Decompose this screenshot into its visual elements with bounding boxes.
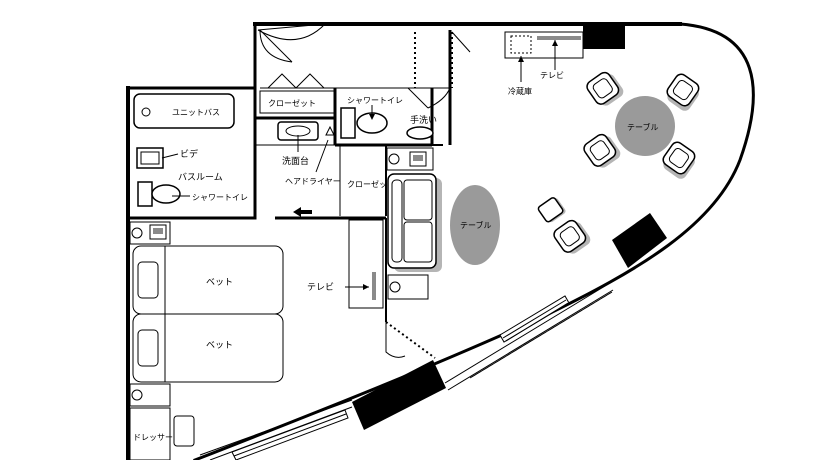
armchair-icon xyxy=(666,73,700,111)
closet-top-label: クローゼット xyxy=(268,98,316,108)
toilet-icon xyxy=(137,181,181,207)
dresser: ドレッサー xyxy=(129,407,195,460)
bathroom: ユニットバス ビデ バスルーム シャワートイレ xyxy=(133,93,248,207)
bed-2-label: ベット xyxy=(206,341,233,351)
arrow-icon xyxy=(293,207,312,217)
hair-dryer-label: ヘアドライヤー xyxy=(285,177,341,186)
washbasin-icon xyxy=(406,126,434,140)
closet-top: クローゼット xyxy=(259,90,336,114)
closet-mid: クローゼット xyxy=(347,179,395,189)
sofa-icon xyxy=(387,173,442,272)
table-mid-label: テーブル xyxy=(460,220,492,230)
bedroom: ベット ベット ドレッサー xyxy=(129,221,284,460)
shower-toilet-left-label: シャワートイレ xyxy=(192,193,248,202)
bed-icon: ベット xyxy=(132,245,284,315)
bathtub-icon xyxy=(133,93,235,129)
windows xyxy=(199,282,614,460)
armchair-icon xyxy=(583,133,621,168)
dresser-label: ドレッサー xyxy=(133,433,173,442)
washbasin-icon: 洗面台 ヘアドライヤー xyxy=(277,121,341,186)
living-area: テーブル 冷蔵庫 テレビ テーブル xyxy=(386,31,700,300)
shower-toilet-mid-label: シャワートイレ xyxy=(347,96,403,105)
radiator-right xyxy=(499,295,570,343)
fridge-label: 冷蔵庫 xyxy=(508,86,532,96)
partition xyxy=(385,144,443,359)
tv-cabinet-mid: テレビ xyxy=(307,219,384,309)
entry-area xyxy=(257,23,471,145)
washbasin-label: 洗面台 xyxy=(282,155,309,167)
bed-1-label: ベット xyxy=(206,278,233,288)
footstool xyxy=(537,197,566,223)
hand-wash: 手洗い xyxy=(406,114,437,140)
closet-mid-label: クローゼット xyxy=(347,179,395,189)
hand-wash-label: 手洗い xyxy=(410,114,437,126)
armchair-icon xyxy=(553,219,591,254)
bidet-label: ビデ xyxy=(180,148,198,160)
armchair-icon xyxy=(662,141,696,179)
armchair-icon xyxy=(586,71,624,106)
table-mid xyxy=(450,185,500,265)
tv-mid-label: テレビ xyxy=(307,282,334,293)
table-right-label: テーブル xyxy=(627,122,659,132)
pillars xyxy=(352,24,667,430)
bathroom-label: バスルーム xyxy=(178,172,223,183)
tv-top-label: テレビ xyxy=(540,71,564,80)
unit-bath-label: ユニットバス xyxy=(172,108,220,117)
table-right xyxy=(615,96,675,156)
bed-icon: ベット xyxy=(132,313,284,383)
shower-toilet-mid: シャワートイレ xyxy=(340,96,403,139)
radiator-left xyxy=(231,409,349,460)
toilet-icon xyxy=(340,107,356,139)
